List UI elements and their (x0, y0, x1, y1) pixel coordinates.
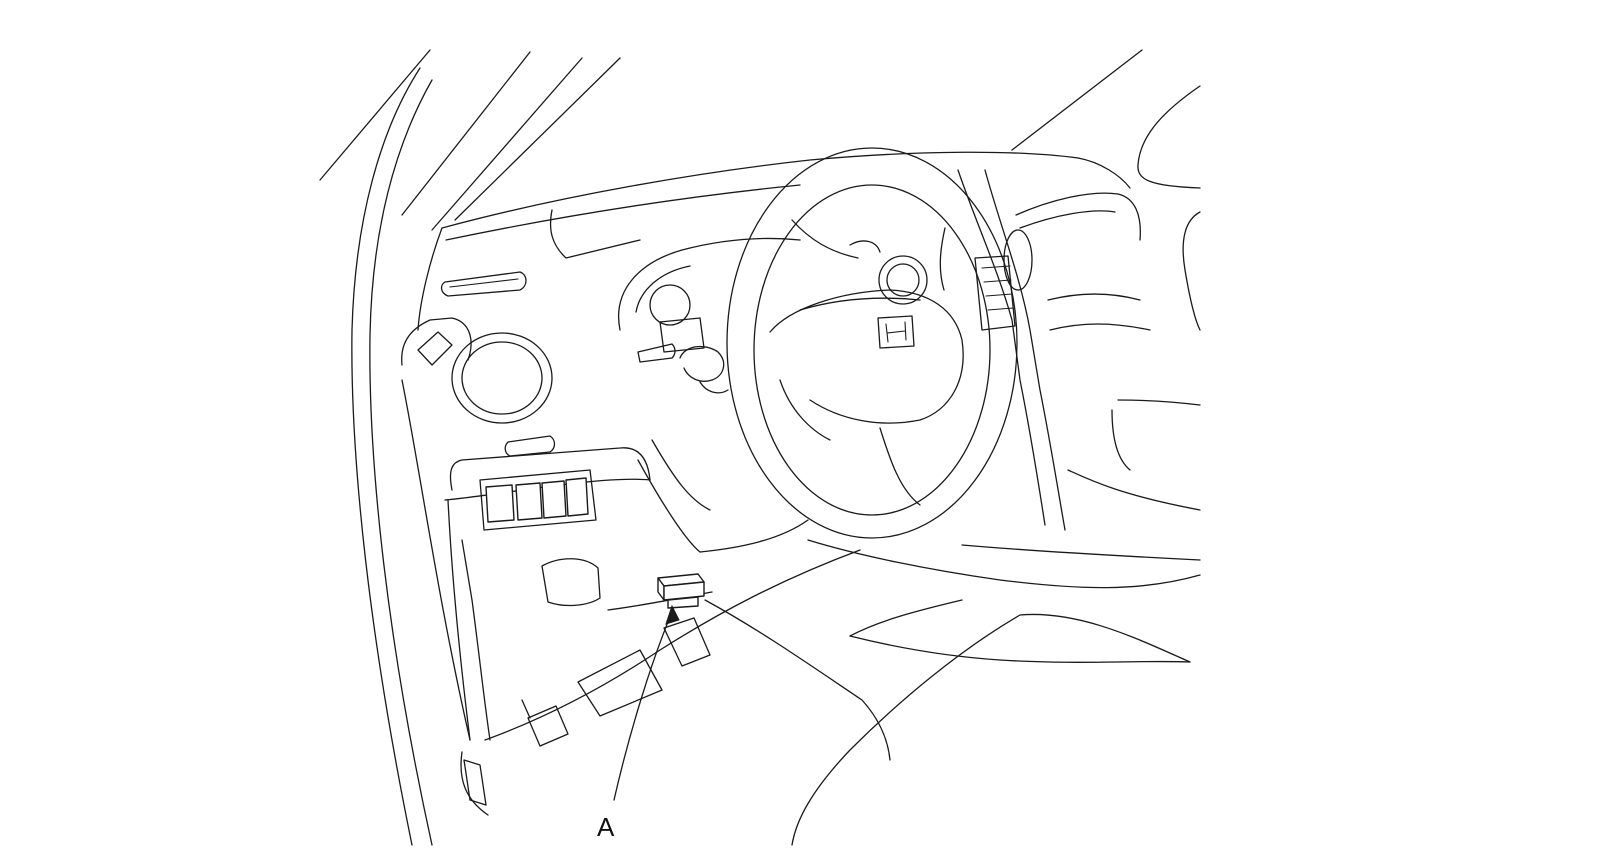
door-frame (351, 67, 489, 846)
windshield-lines (319, 49, 1201, 231)
obd-connector (657, 573, 705, 609)
instrument-cluster (618, 237, 928, 394)
center-console (957, 169, 1066, 531)
lower-dash (444, 439, 861, 741)
callout-arrow (613, 604, 680, 801)
floor-lines (704, 539, 1201, 846)
passenger-dash (1015, 192, 1201, 511)
left-air-vent (401, 317, 556, 457)
pedals (521, 617, 711, 747)
steering-wheel (726, 147, 1018, 539)
dashboard-top (417, 151, 1131, 331)
callout-label-a: A (597, 812, 615, 842)
